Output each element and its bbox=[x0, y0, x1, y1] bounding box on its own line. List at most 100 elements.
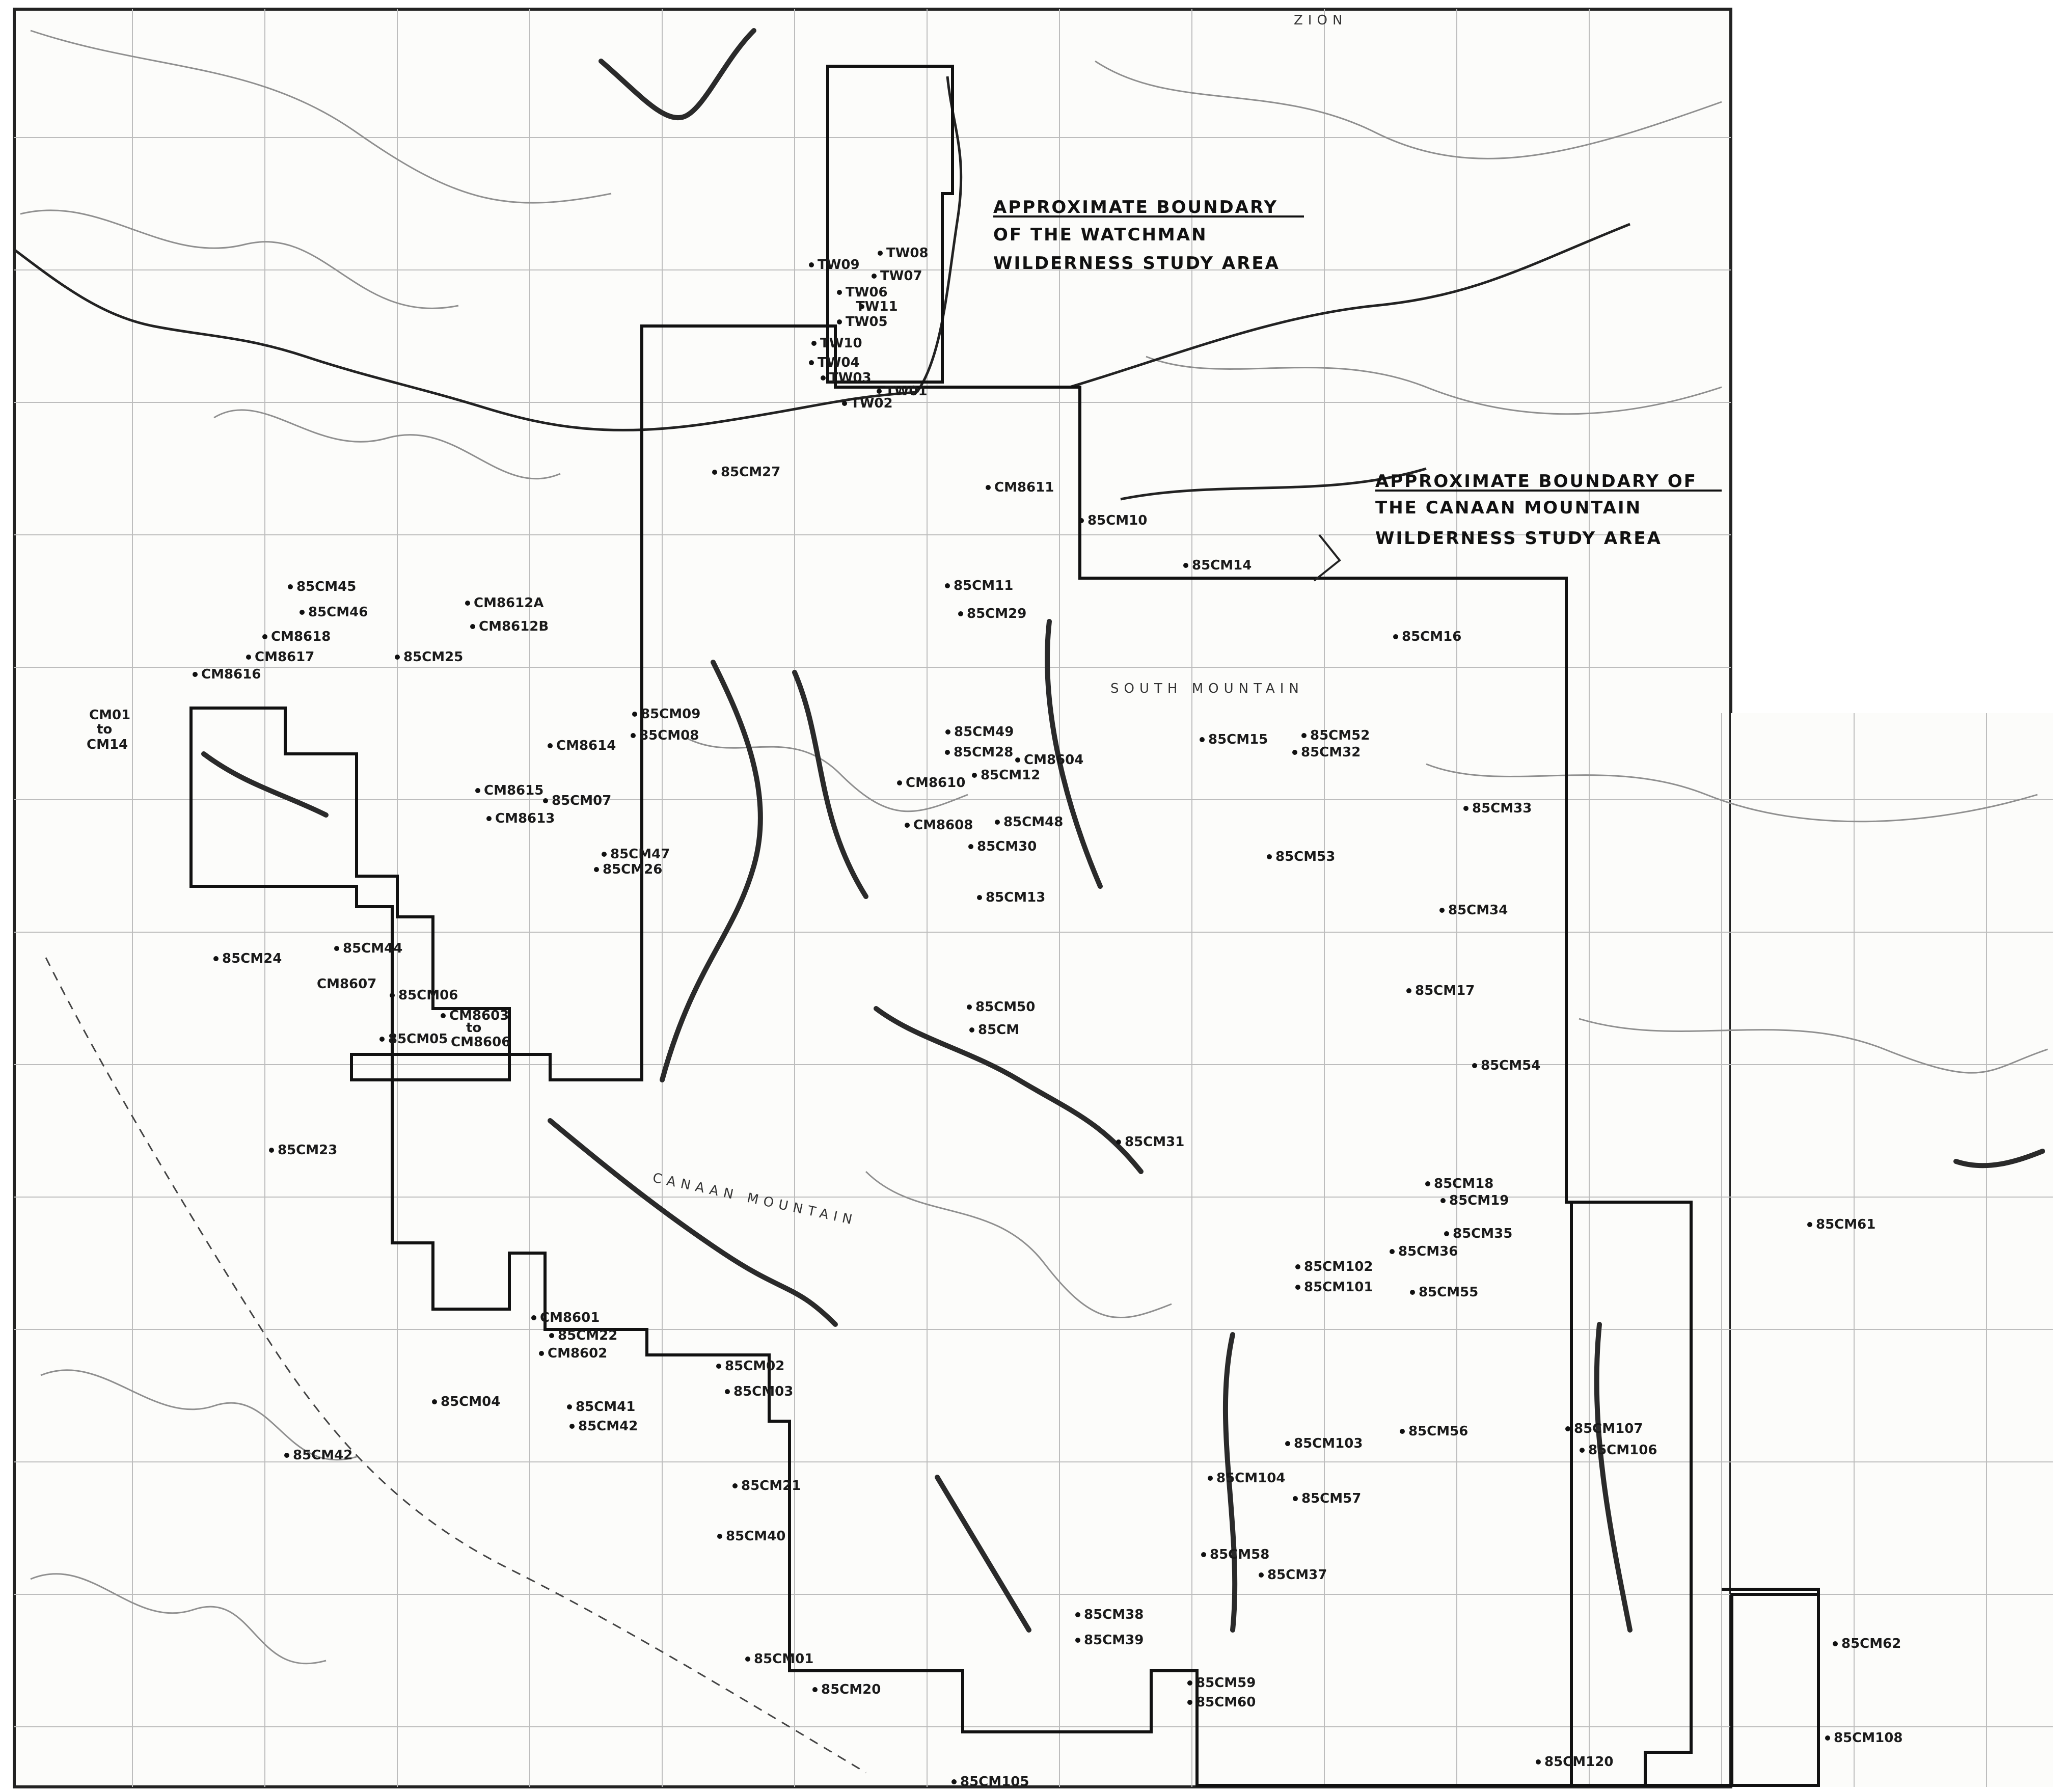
sample-label: 85CM44 bbox=[343, 941, 402, 956]
sample-label: 85CM35 bbox=[1453, 1226, 1512, 1241]
sample-point bbox=[842, 401, 847, 406]
sample-point bbox=[945, 729, 950, 735]
canaan-label: APPROXIMATE BOUNDARY OF THE CANAAN MOUNT… bbox=[1375, 471, 1722, 549]
sample-point bbox=[1393, 634, 1398, 639]
sample-point bbox=[717, 1534, 722, 1539]
sample-label: 85CM102 bbox=[1304, 1259, 1373, 1274]
sample-label: 85CM38 bbox=[1084, 1607, 1144, 1622]
sample-point bbox=[1187, 1700, 1192, 1705]
sample-point bbox=[1425, 1181, 1430, 1186]
sample-point bbox=[809, 262, 814, 267]
sample-point bbox=[945, 750, 950, 755]
sample-label: CM8611 bbox=[994, 480, 1054, 495]
sample-label: 85CM42 bbox=[578, 1419, 638, 1434]
sample-point bbox=[334, 946, 339, 951]
sample-label: CM8602 bbox=[548, 1346, 607, 1361]
sample-label: CM8603 bbox=[449, 1008, 509, 1023]
sample-point bbox=[821, 375, 826, 381]
sample-point bbox=[1565, 1426, 1570, 1431]
sample-label: 85CM120 bbox=[1544, 1754, 1613, 1770]
sample-point bbox=[1444, 1231, 1449, 1236]
sample-point bbox=[1440, 1198, 1446, 1203]
sample-label: 85CM01 bbox=[754, 1651, 813, 1667]
cliff-shading bbox=[201, 28, 2045, 1633]
sample-point bbox=[732, 1483, 738, 1488]
sample-point bbox=[897, 780, 902, 785]
sample-point bbox=[213, 956, 219, 961]
sample-point bbox=[475, 788, 480, 793]
sample-point bbox=[1390, 1249, 1395, 1254]
sample-point bbox=[1301, 733, 1307, 738]
sample-label: CM8617 bbox=[255, 649, 314, 665]
sample-label: CM8618 bbox=[271, 629, 331, 644]
sample-point bbox=[594, 867, 599, 872]
sample-point bbox=[543, 798, 548, 803]
sample-label: CM8612A bbox=[474, 595, 543, 611]
sample-point bbox=[390, 993, 395, 998]
sample-label: CM8613 bbox=[495, 811, 555, 826]
sample-label: 85CM41 bbox=[576, 1399, 635, 1415]
sample-point bbox=[859, 304, 864, 309]
sample-label: 85CM17 bbox=[1415, 983, 1475, 998]
sample-point bbox=[837, 319, 842, 324]
sample-label: TW05 bbox=[846, 314, 888, 330]
sample-point bbox=[300, 610, 305, 615]
sample-label: 85CM108 bbox=[1834, 1730, 1902, 1746]
sample-point bbox=[995, 820, 1000, 825]
sample-label: CM01 bbox=[89, 708, 130, 723]
sample-label: 85CM60 bbox=[1196, 1695, 1256, 1710]
sample-label: 85CM04 bbox=[441, 1394, 500, 1409]
sample-point bbox=[1259, 1572, 1264, 1578]
sample-point bbox=[745, 1657, 750, 1662]
sample-point bbox=[969, 1027, 974, 1033]
sample-label: 85CM22 bbox=[558, 1328, 617, 1343]
sample-point bbox=[945, 583, 950, 588]
sample-point bbox=[549, 1333, 554, 1338]
sample-point bbox=[284, 1453, 289, 1458]
sample-label: 85CM106 bbox=[1588, 1443, 1657, 1458]
sample-label: 85CM47 bbox=[610, 847, 670, 862]
sample-label: 85CM104 bbox=[1216, 1471, 1285, 1486]
map-frame-extension bbox=[1731, 713, 2053, 1787]
sample-point bbox=[716, 1364, 721, 1369]
sample-label: 85CM27 bbox=[721, 465, 780, 480]
sample-point bbox=[246, 655, 251, 660]
sample-label: TW03 bbox=[829, 370, 872, 386]
sample-point bbox=[379, 1037, 385, 1042]
sample-point bbox=[1807, 1222, 1812, 1227]
sample-label: 85CM13 bbox=[986, 890, 1045, 905]
sample-label: 85CM48 bbox=[1003, 814, 1063, 830]
sample-label: TW10 bbox=[820, 336, 862, 351]
sample-point bbox=[968, 844, 973, 849]
sample-label: 85CM42 bbox=[293, 1448, 352, 1463]
sample-point bbox=[470, 624, 475, 629]
sample-label: 85CM15 bbox=[1208, 732, 1268, 747]
sample-locations: TW08TW09TW07TW06TW11TW05TW10TW04TW03TW01… bbox=[87, 246, 1902, 1789]
sample-point bbox=[465, 601, 470, 606]
sample-point bbox=[967, 1004, 972, 1010]
sample-point bbox=[1400, 1429, 1405, 1434]
sample-label: 85CM bbox=[978, 1022, 1019, 1038]
sample-label: 85CM08 bbox=[639, 728, 699, 743]
sample-label: 85CM45 bbox=[296, 579, 356, 594]
sample-point bbox=[1472, 1063, 1477, 1068]
sample-point bbox=[1075, 1612, 1080, 1617]
sample-label: 85CM107 bbox=[1574, 1421, 1643, 1436]
sample-label: 85CM14 bbox=[1192, 558, 1252, 573]
sample-label: 85CM26 bbox=[603, 862, 662, 877]
sample-label: 85CM23 bbox=[278, 1143, 337, 1158]
sample-label: 85CM07 bbox=[552, 793, 611, 808]
leader-line bbox=[1313, 534, 1341, 582]
sample-point bbox=[1292, 750, 1297, 755]
sample-point bbox=[1293, 1496, 1298, 1501]
sample-label: 85CM55 bbox=[1419, 1285, 1478, 1300]
canaan-east-lobe-boundary bbox=[1566, 1201, 1693, 1785]
sample-label: 85CM103 bbox=[1294, 1436, 1363, 1451]
sample-point bbox=[1833, 1641, 1838, 1646]
sample-label: 85CM37 bbox=[1267, 1567, 1327, 1583]
canaan-label-line-2: THE CANAAN MOUNTAIN bbox=[1375, 498, 1642, 518]
roads bbox=[45, 957, 866, 1774]
sample-point bbox=[1406, 988, 1411, 993]
sample-label: CM8614 bbox=[556, 738, 616, 753]
